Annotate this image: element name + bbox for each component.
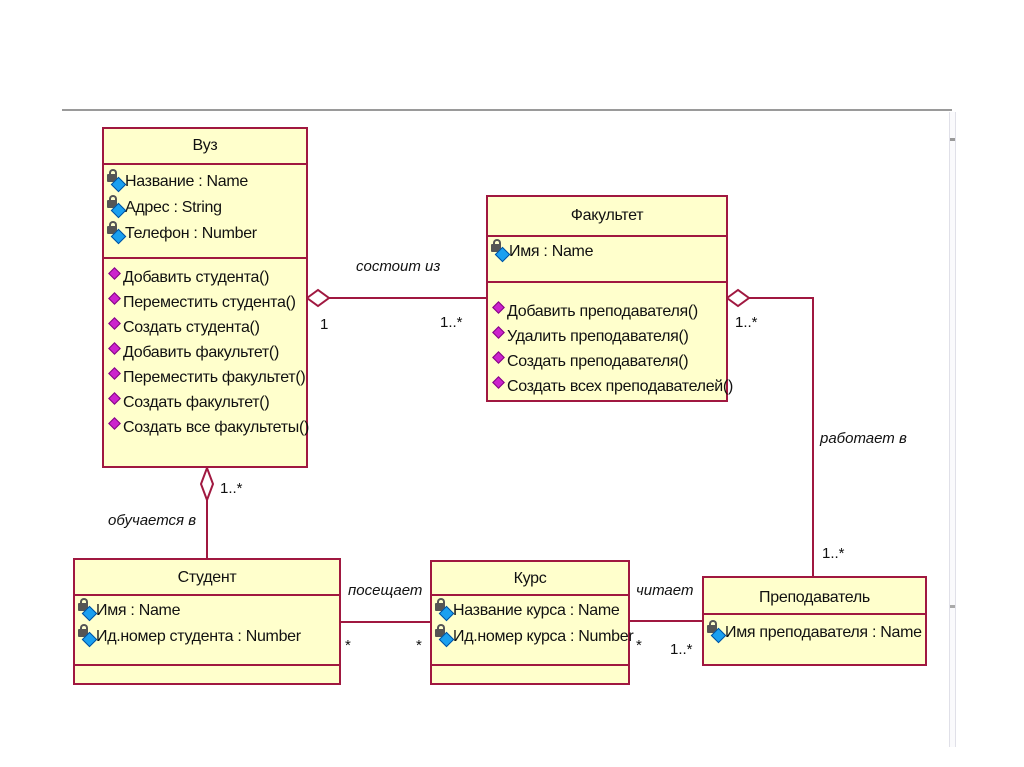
association-label-poseshchaet: посещает — [348, 582, 423, 599]
operation[interactable]: Создать всех преподавателей() — [491, 374, 733, 399]
association-label-rabotaet-v: работает в — [820, 430, 907, 447]
public-operation-icon — [108, 367, 121, 380]
multiplicity-vuz-side: 1 — [320, 316, 329, 333]
class-name: Факультет — [488, 197, 726, 237]
private-attribute-icon — [107, 221, 127, 245]
private-attribute-icon — [78, 624, 98, 648]
public-operation-icon — [492, 351, 505, 364]
class-name: Вуз — [104, 129, 306, 165]
operation[interactable]: Создать преподавателя() — [491, 349, 726, 374]
scrollbar-marker-top — [950, 138, 955, 141]
public-operation-icon — [108, 317, 121, 330]
association-label-obuchaetsya-v: обучается в — [108, 512, 197, 529]
multiplicity-fakultet-side: 1..* — [440, 314, 463, 331]
attribute[interactable]: Ид.номер курса : Number — [435, 624, 634, 650]
attribute[interactable]: Ид.номер студента : Number — [78, 624, 339, 650]
private-attribute-icon — [491, 239, 511, 263]
attributes-compartment: Имя преподавателя : Name — [704, 615, 925, 666]
multiplicity-prepodavatel-side: 1..* — [670, 641, 693, 658]
public-operation-icon — [108, 417, 121, 430]
class-name: Курс — [432, 562, 628, 596]
public-operation-icon — [108, 292, 121, 305]
private-attribute-icon — [107, 195, 127, 219]
private-attribute-icon — [435, 598, 455, 622]
private-attribute-icon — [435, 624, 455, 648]
multiplicity-prepodavatel-top: 1..* — [822, 545, 845, 562]
class-kurs[interactable]: Курс Название курса : Name Ид.номер курс… — [430, 560, 634, 685]
operations-compartment — [75, 666, 339, 676]
class-name: Преподаватель — [704, 578, 925, 615]
multiplicity-fakultet-aggregate: 1..* — [735, 314, 758, 331]
aggregation-diamond-vuz — [305, 288, 331, 308]
vertical-scrollbar[interactable] — [949, 112, 956, 747]
operation[interactable]: Добавить студента() — [107, 265, 306, 290]
operation[interactable]: Добавить факультет() — [107, 340, 306, 365]
operations-compartment — [704, 666, 925, 676]
operations-compartment: Добавить преподавателя() Удалить препода… — [488, 283, 733, 403]
public-operation-icon — [108, 342, 121, 355]
private-attribute-icon — [707, 620, 727, 644]
class-prepodavatel[interactable]: Преподаватель Имя преподавателя : Name — [702, 576, 927, 666]
operation[interactable]: Удалить преподавателя() — [491, 324, 726, 349]
operation[interactable]: Создать студента() — [107, 315, 306, 340]
slide-top-rule — [62, 109, 952, 111]
association-label-chitaet: читает — [636, 582, 694, 599]
public-operation-icon — [492, 301, 505, 314]
attribute[interactable]: Имя : Name — [78, 598, 339, 624]
private-attribute-icon — [78, 598, 98, 622]
attribute[interactable]: Название курса : Name — [435, 598, 628, 624]
operation[interactable]: Добавить преподавателя() — [491, 299, 726, 324]
multiplicity-kurs-side: * — [636, 637, 642, 654]
attribute[interactable]: Адрес : String — [107, 195, 306, 221]
public-operation-icon — [492, 376, 505, 389]
link-fakultet-prepodavatel — [748, 297, 814, 577]
attribute[interactable]: Телефон : Number — [107, 221, 306, 247]
multiplicity-student-kurs-left: * — [345, 637, 351, 654]
multiplicity-student-aggregate: 1..* — [220, 480, 243, 497]
attribute[interactable]: Имя : Name — [491, 239, 726, 265]
association-label-sostoit-iz: состоит из — [356, 258, 441, 275]
aggregation-diamond-fakultet — [725, 288, 751, 308]
operation[interactable]: Переместить студента() — [107, 290, 306, 315]
class-fakultet[interactable]: Факультет Имя : Name Добавить преподават… — [486, 195, 733, 403]
multiplicity-student-kurs-right: * — [416, 637, 422, 654]
operation[interactable]: Создать все факультеты() — [107, 415, 309, 440]
public-operation-icon — [108, 267, 121, 280]
public-operation-icon — [492, 326, 505, 339]
class-name: Студент — [75, 560, 339, 596]
operations-compartment: Добавить студента() Переместить студента… — [104, 259, 309, 444]
attribute[interactable]: Название : Name — [107, 169, 306, 195]
public-operation-icon — [108, 392, 121, 405]
attribute[interactable]: Имя преподавателя : Name — [707, 620, 925, 646]
scrollbar-marker-bottom — [950, 605, 955, 608]
attributes-compartment: Имя : Name Ид.номер студента : Number — [75, 596, 339, 666]
attributes-compartment: Имя : Name — [488, 237, 726, 283]
operation[interactable]: Создать факультет() — [107, 390, 306, 415]
operations-compartment — [432, 666, 628, 676]
private-attribute-icon — [107, 169, 127, 193]
attributes-compartment: Название курса : Name Ид.номер курса : N… — [432, 596, 634, 666]
attributes-compartment: Название : Name Адрес : String Телефон :… — [104, 165, 306, 259]
aggregation-diamond-student — [199, 465, 215, 503]
operation[interactable]: Переместить факультет() — [107, 365, 306, 390]
class-vuz[interactable]: Вуз Название : Name Адрес : String Телеф… — [102, 127, 309, 468]
class-student[interactable]: Студент Имя : Name Ид.номер студента : N… — [73, 558, 341, 685]
